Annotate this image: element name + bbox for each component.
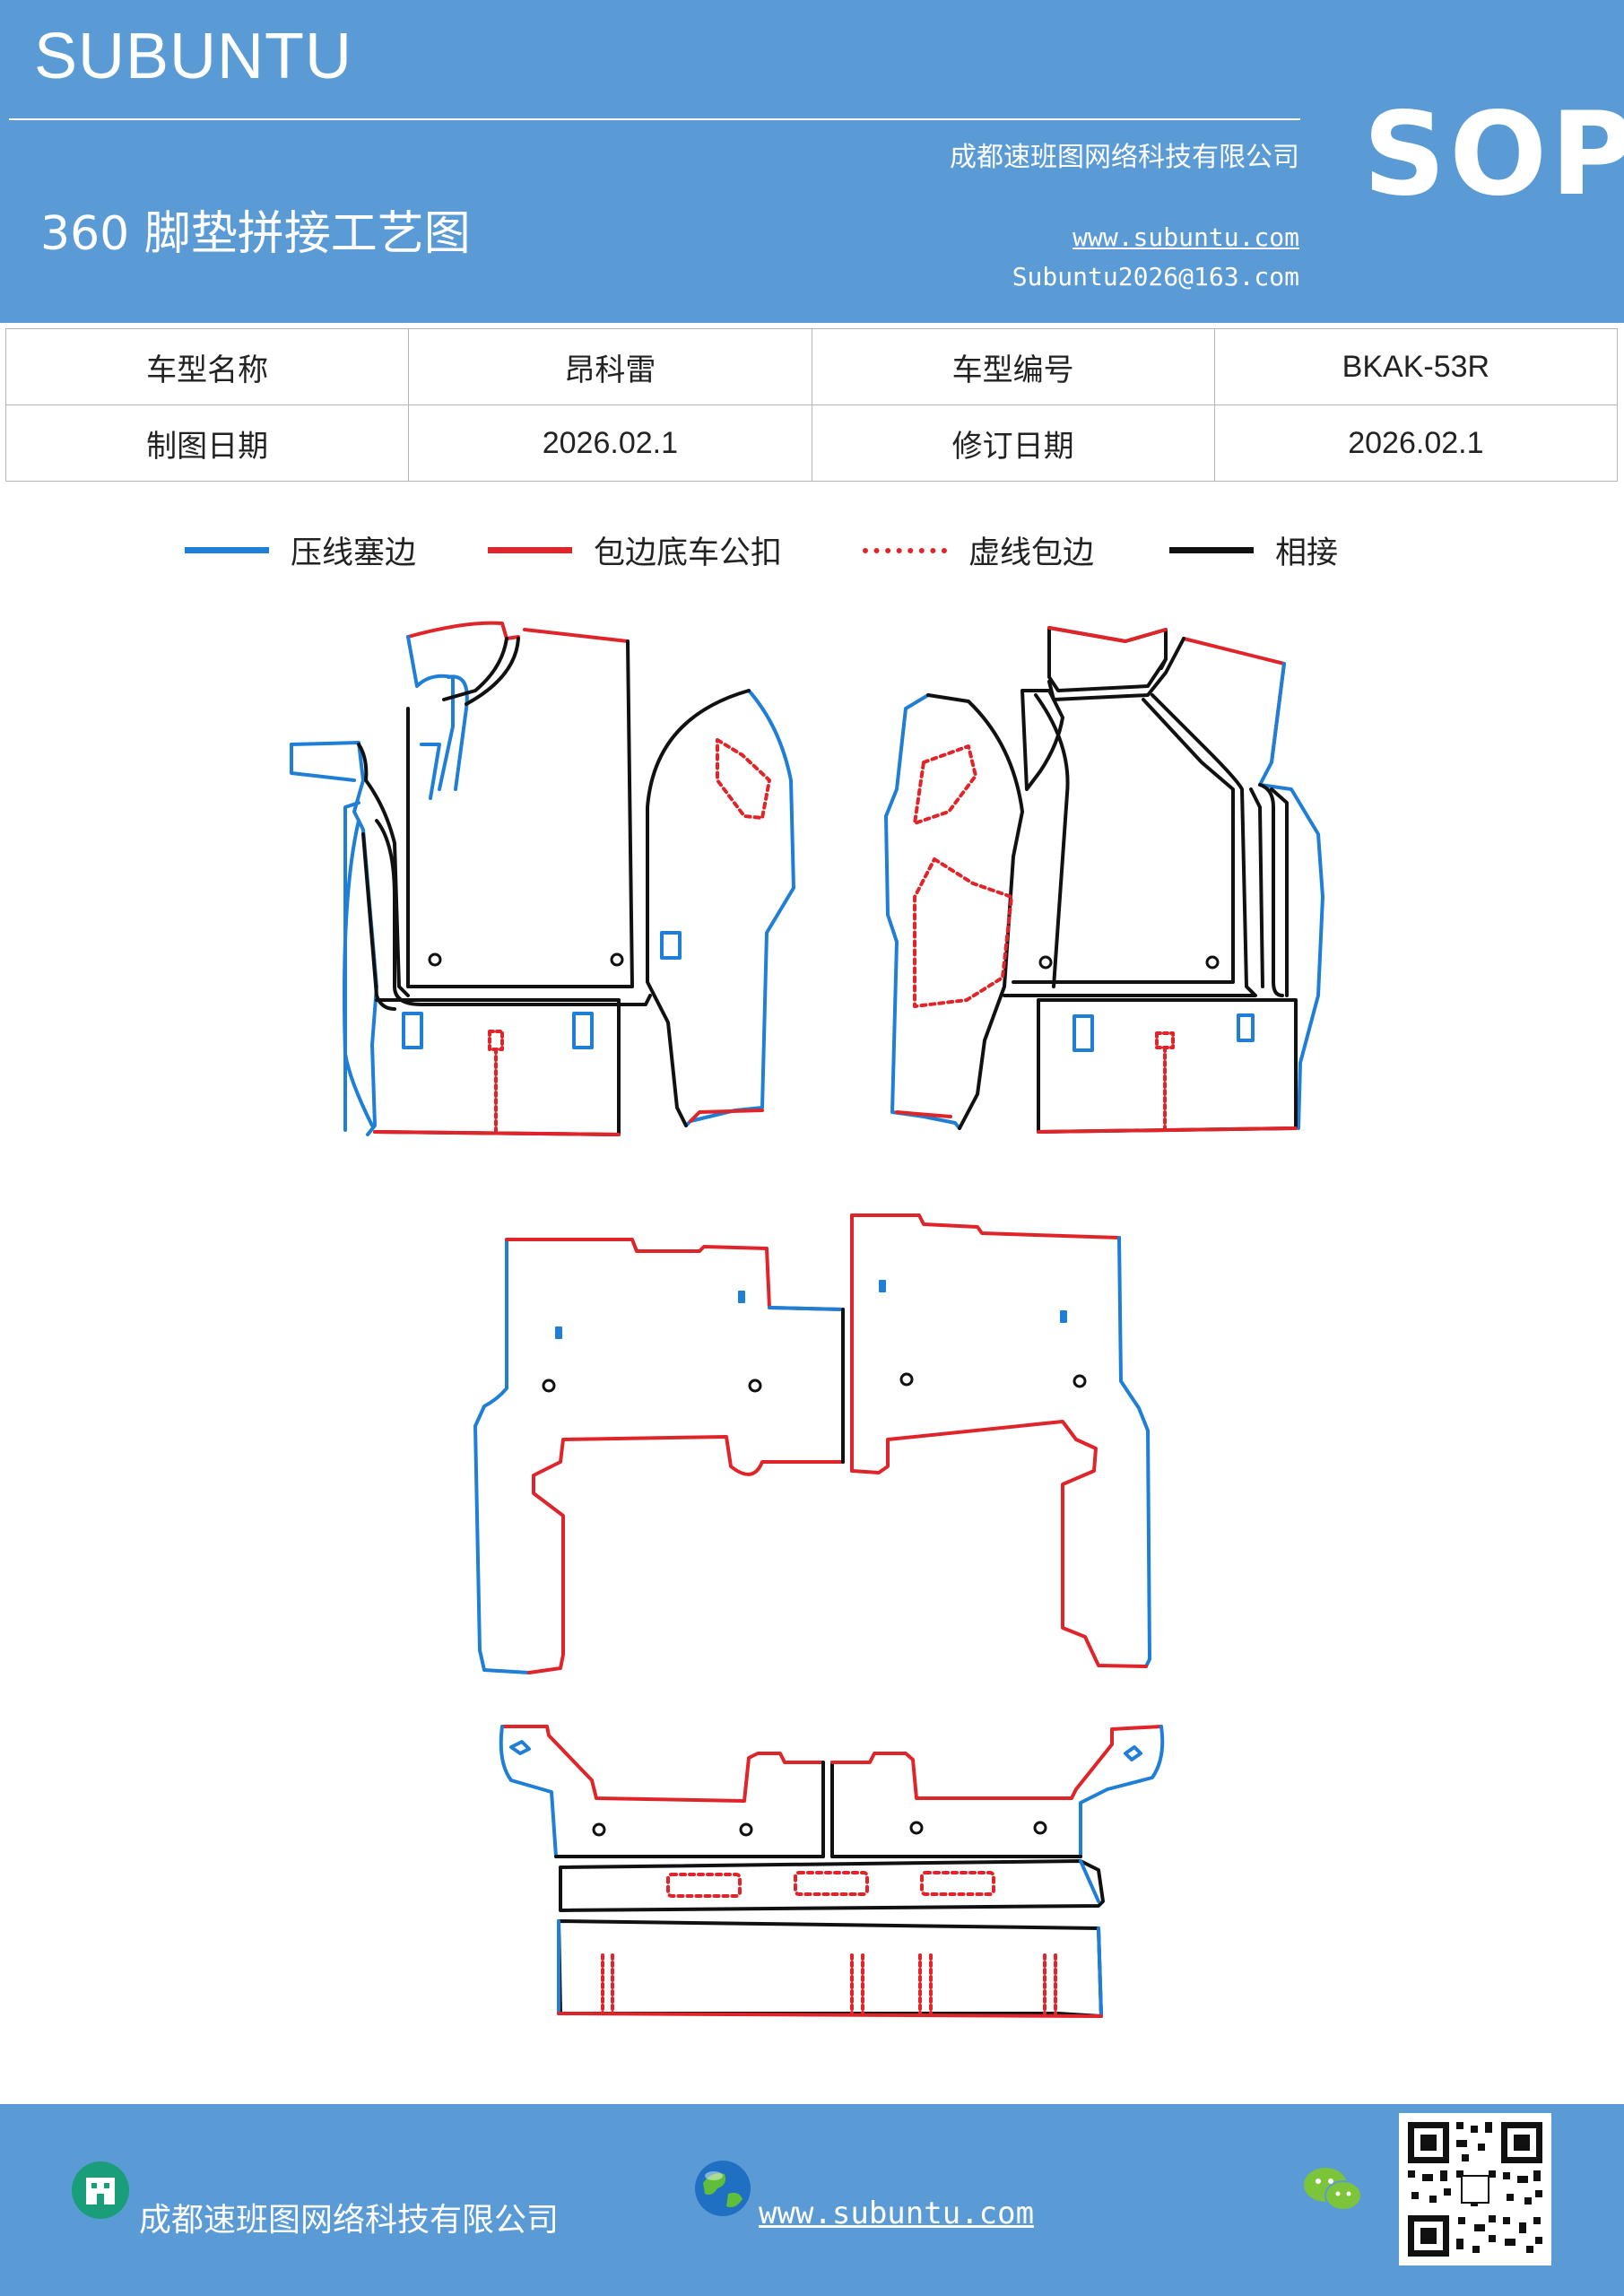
vehicle-info-table: 车型名称 昂科雷 车型编号 BKAK-53R 制图日期 2026.02.1 修订…: [4, 328, 1619, 482]
website-link[interactable]: www.subuntu.com: [1073, 222, 1299, 252]
legend-label: 虚线包边: [968, 535, 1095, 571]
footer-banner: 成都速班图网络科技有限公司 www.subuntu.com: [0, 2104, 1624, 2296]
legend-label: 相接: [1275, 535, 1339, 571]
legend-item: 包边底车公扣: [488, 527, 782, 573]
legend-swatch-black: [1169, 547, 1254, 553]
table-row: 车型名称 昂科雷 车型编号 BKAK-53R: [4, 328, 1619, 405]
revise-date-value: 2026.02.1: [1213, 404, 1619, 482]
legend-item: 压线塞边: [185, 527, 416, 573]
brand-name: SUBUNTU: [34, 21, 353, 92]
company-name: 成都速班图网络科技有限公司: [950, 142, 1299, 173]
sop-badge: SOP: [1363, 88, 1624, 222]
right-side-panel: [884, 693, 1024, 1130]
draw-date-value: 2026.02.1: [408, 404, 812, 482]
legend-item: 相接: [1169, 527, 1338, 573]
front-left-mat: [290, 621, 652, 1136]
document-title: 360 脚垫拼接工艺图: [40, 207, 471, 261]
legend-swatch-blue: [185, 547, 269, 553]
front-right-mat: [1003, 626, 1324, 1134]
wechat-icon[interactable]: [1302, 2163, 1365, 2217]
table-row: 制图日期 2026.02.1 修订日期 2026.02.1: [4, 404, 1619, 482]
legend-swatch-red-dotted: [863, 547, 947, 553]
draw-date-label: 制图日期: [4, 404, 410, 482]
qr-code: [1399, 2113, 1551, 2266]
globe-icon: [695, 2161, 751, 2216]
email-address: Subuntu2026@163.com: [1012, 262, 1299, 291]
legend-label: 压线塞边: [291, 535, 417, 571]
legend-label: 包边底车公扣: [594, 535, 783, 571]
model-name-value: 昂科雷: [408, 328, 812, 405]
third-row-right-mat: [830, 1725, 1165, 1858]
header-banner: SUBUNTU 成都速班图网络科技有限公司 360 脚垫拼接工艺图 www.su…: [0, 0, 1624, 323]
second-row-left-mat: [473, 1238, 854, 1674]
building-icon: [72, 2161, 129, 2219]
second-row-right-mat: [850, 1213, 1151, 1668]
trunk-mat: [557, 1859, 1105, 2018]
model-code-label: 车型编号: [811, 328, 1215, 405]
floor-mat-diagram: [290, 621, 1324, 2018]
left-side-panel: [646, 689, 795, 1127]
model-code-value: BKAK-53R: [1213, 328, 1619, 405]
legend-item: 虚线包边: [863, 527, 1094, 573]
footer-company-name: 成都速班图网络科技有限公司: [139, 2202, 560, 2239]
header-divider: [9, 118, 1300, 120]
line-legend: 压线塞边 包边底车公扣 虚线包边 相接: [0, 527, 1624, 572]
third-row-left-mat: [499, 1725, 834, 1858]
revise-date-label: 修订日期: [811, 404, 1215, 482]
footer-website-link[interactable]: www.subuntu.com: [759, 2196, 1035, 2231]
legend-swatch-red: [488, 547, 572, 553]
model-name-label: 车型名称: [4, 328, 410, 405]
